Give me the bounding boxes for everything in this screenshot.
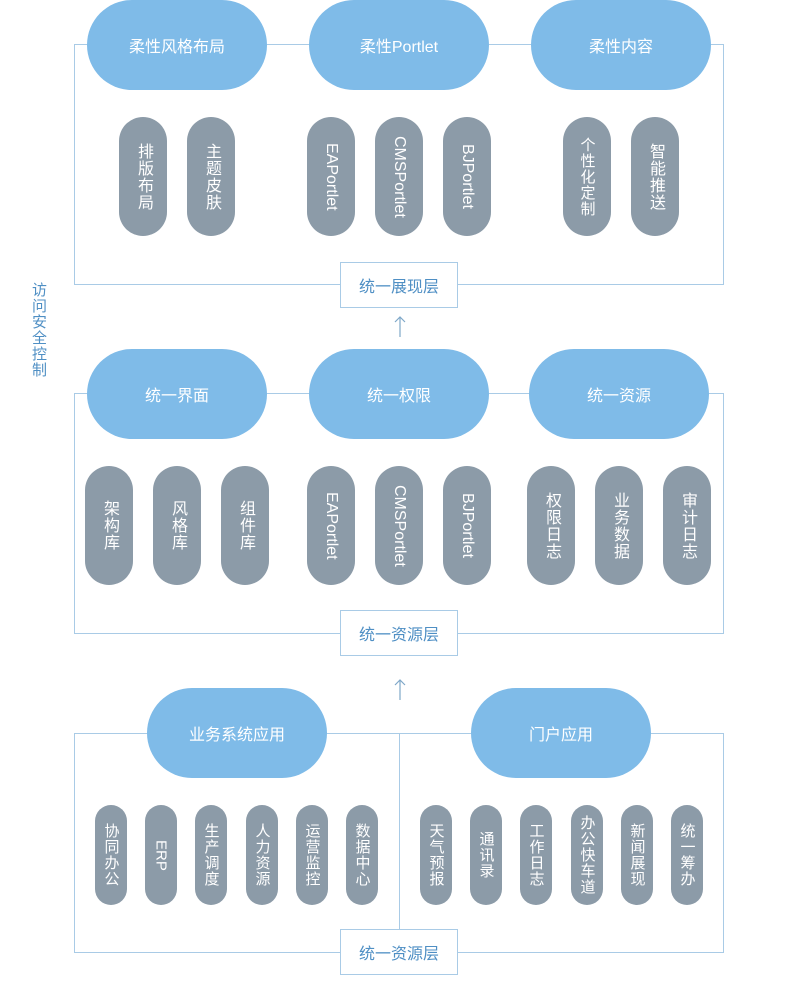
mid-head-unified-permission: 统一权限	[309, 349, 489, 439]
mid-pill-permission-log: 权限日志	[527, 466, 575, 585]
arrow-up-icon	[394, 679, 406, 700]
top-pill-layout: 排版布局	[119, 117, 167, 236]
top-pill-cmsportlet: CMSPortlet	[375, 117, 423, 236]
bottom-head-portal-apps: 门户应用	[471, 688, 651, 778]
mid-pill-bjportlet: BJPortlet	[443, 466, 491, 585]
top-head-flexible-layout: 柔性风格布局	[87, 0, 267, 90]
access-security-control-label: 访问安全控制	[30, 282, 47, 378]
bottom-pill-weather-forecast: 天气预报	[420, 805, 452, 905]
arrow-up-icon	[394, 316, 406, 337]
bottom-pill-unified-planning: 统一筹办	[671, 805, 703, 905]
bottom-pill-address-book: 通讯录	[470, 805, 502, 905]
mid-head-unified-resource: 统一资源	[529, 349, 709, 439]
bottom-pill-office-fast-lane: 办公快车道	[571, 805, 603, 905]
mid-pill-audit-log: 审计日志	[663, 466, 711, 585]
bottom-pill-work-log: 工作日志	[520, 805, 552, 905]
mid-pill-component-lib: 组件库	[221, 466, 269, 585]
unified-presentation-layer: 统一展现层	[340, 262, 458, 308]
mid-pill-business-data: 业务数据	[595, 466, 643, 585]
bottom-head-business-apps: 业务系统应用	[147, 688, 327, 778]
top-head-flexible-content: 柔性内容	[531, 0, 711, 90]
top-pill-personalization: 个性化定制	[563, 117, 611, 236]
mid-pill-style-lib: 风格库	[153, 466, 201, 585]
top-pill-smart-push: 智能推送	[631, 117, 679, 236]
top-pill-theme-skin: 主题皮肤	[187, 117, 235, 236]
bottom-pill-erp: ERP	[145, 805, 177, 905]
bottom-pill-production-scheduling: 生产调度	[195, 805, 227, 905]
top-pill-bjportlet: BJPortlet	[443, 117, 491, 236]
bottom-pill-operations-monitoring: 运营监控	[296, 805, 328, 905]
bottom-pill-news-display: 新闻展现	[621, 805, 653, 905]
bottom-group-divider	[399, 733, 400, 929]
top-pill-eaportlet: EAPortlet	[307, 117, 355, 236]
bottom-pill-human-resources: 人力资源	[246, 805, 278, 905]
unified-resource-layer-bottom: 统一资源层	[340, 929, 458, 975]
unified-resource-layer-middle: 统一资源层	[340, 610, 458, 656]
mid-pill-architecture-lib: 架构库	[85, 466, 133, 585]
mid-head-unified-interface: 统一界面	[87, 349, 267, 439]
bottom-pill-data-center: 数据中心	[346, 805, 378, 905]
mid-pill-eaportlet: EAPortlet	[307, 466, 355, 585]
mid-pill-cmsportlet: CMSPortlet	[375, 466, 423, 585]
bottom-pill-collaborative-office: 协同办公	[95, 805, 127, 905]
top-head-flexible-portlet: 柔性Portlet	[309, 0, 489, 90]
